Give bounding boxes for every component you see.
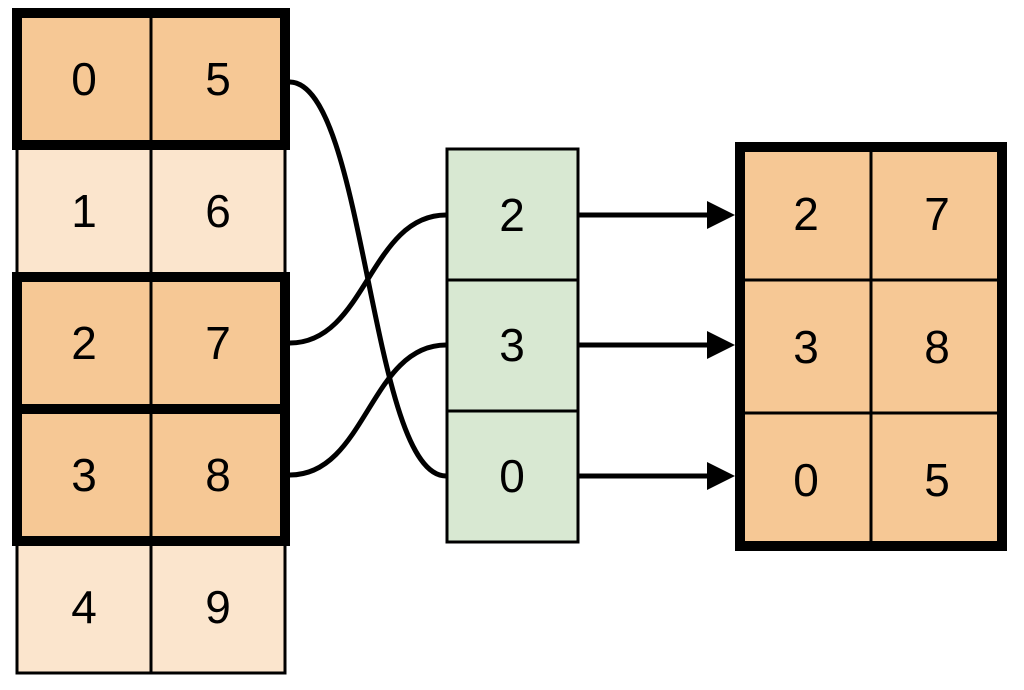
source-label-r3c1: 8	[205, 449, 231, 501]
source-label-r1c0: 1	[71, 185, 97, 237]
connector-arrows	[578, 201, 735, 490]
result-cell-r1c1	[869, 278, 1004, 415]
source-cell-r3c1	[149, 407, 287, 543]
index-column: 2 3 0	[445, 147, 580, 544]
source-label-r3c0: 3	[71, 449, 97, 501]
result-table: 2 7 3 8 0 5	[735, 142, 1007, 551]
connector-curves	[287, 79, 449, 479]
index-cell-1	[445, 278, 580, 413]
arrowhead-icon	[707, 201, 735, 229]
arrowhead-icon	[707, 462, 735, 490]
curve-source-row3-to-index-3	[287, 342, 449, 478]
source-cell-r4c0	[15, 539, 153, 675]
result-label-r1c1: 8	[924, 321, 950, 373]
source-cell-r1c1	[149, 143, 287, 279]
source-label-r2c1: 7	[205, 317, 231, 369]
result-label-r0c1: 7	[924, 188, 950, 240]
result-cell-r2c1	[869, 411, 1004, 548]
index-label-1: 3	[499, 319, 525, 371]
source-cell-r2c1	[149, 275, 287, 411]
result-cell-r2c0	[738, 411, 873, 548]
source-label-r4c1: 9	[205, 581, 231, 633]
source-cell-r0c0	[15, 11, 153, 147]
source-label-r4c0: 4	[71, 581, 97, 633]
highlight-frame-row0	[12, 8, 290, 150]
source-label-r0c0: 0	[71, 53, 97, 105]
result-label-r2c1: 5	[924, 454, 950, 506]
result-cell-r1c0	[738, 278, 873, 415]
result-table-frame	[735, 142, 1007, 551]
index-label-2: 0	[499, 450, 525, 502]
arrowhead-icon	[707, 331, 735, 359]
result-label-r0c0: 2	[793, 188, 819, 240]
source-cell-r4c1	[149, 539, 287, 675]
source-label-r0c1: 5	[205, 53, 231, 105]
result-label-r2c0: 0	[793, 454, 819, 506]
result-label-r1c0: 3	[793, 321, 819, 373]
index-label-0: 2	[499, 189, 525, 241]
source-cell-r0c1	[149, 11, 287, 147]
source-table: 0 5 1 6 2 7 3 8 4 9	[12, 8, 290, 675]
source-label-r2c0: 2	[71, 317, 97, 369]
index-cell-2	[445, 409, 580, 544]
curve-source-row2-to-index-2	[287, 212, 449, 346]
source-label-r1c1: 6	[205, 185, 231, 237]
